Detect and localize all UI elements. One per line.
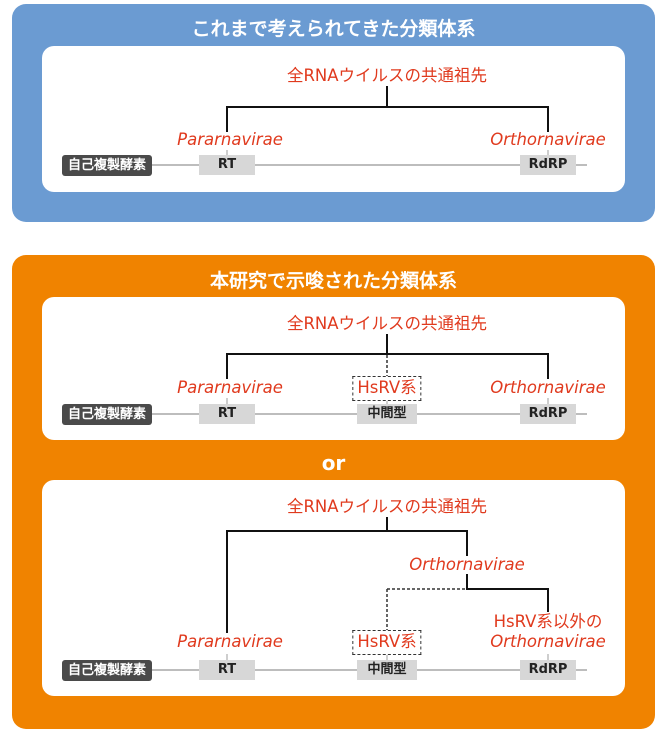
common-ancestor-label: 全RNAウイルスの共通祖先	[286, 66, 488, 85]
rdrp-tag: RdRP	[520, 404, 576, 424]
hsrv-group-box: HsRV系	[352, 630, 422, 655]
orthornavirae-label: Orthornavirae	[490, 378, 606, 397]
replicase-row-label: 自己複製酵素	[62, 660, 153, 681]
hsrv-group-box: HsRV系	[352, 376, 422, 401]
non-hsrv-orthornavirae-line2: Orthornavirae	[490, 632, 606, 651]
panel-title: これまで考えられてきた分類体系	[191, 18, 476, 40]
pararnavirae-label: Pararnavirae	[177, 632, 283, 651]
rt-tag: RT	[199, 404, 255, 424]
panel-title: 本研究で示唆された分類体系	[209, 270, 457, 292]
non-hsrv-orthornavirae-line1: HsRV系以外の	[493, 612, 603, 631]
proposed-classification-panel: 本研究で示唆された分類体系 全RNAウイルスの共通祖先 Pararnavirae…	[12, 255, 655, 729]
replicase-row-label: 自己複製酵素	[62, 155, 153, 176]
or-separator: or	[321, 451, 346, 475]
intermediate-tag: 中間型	[357, 404, 417, 424]
orthornavirae-node-label: Orthornavirae	[409, 555, 525, 574]
current-classification-panel: これまで考えられてきた分類体系 全RNAウイルスの共通祖先 Pararnavir…	[12, 4, 655, 222]
intermediate-tag: 中間型	[357, 660, 417, 680]
pararnavirae-label: Pararnavirae	[177, 130, 283, 149]
common-ancestor-label: 全RNAウイルスの共通祖先	[286, 314, 488, 333]
rdrp-tag: RdRP	[520, 155, 576, 175]
tree-card-b: 全RNAウイルスの共通祖先 Orthornavirae Pararnavirae…	[42, 480, 625, 696]
common-ancestor-label: 全RNAウイルスの共通祖先	[286, 497, 488, 516]
rt-tag: RT	[199, 155, 255, 175]
orthornavirae-label: Orthornavirae	[490, 130, 606, 149]
replicase-row-label: 自己複製酵素	[62, 404, 153, 425]
pararnavirae-label: Pararnavirae	[177, 378, 283, 397]
tree-card-a: 全RNAウイルスの共通祖先 Pararnavirae HsRV系 Orthorn…	[42, 297, 625, 440]
rt-tag: RT	[199, 660, 255, 680]
rdrp-tag: RdRP	[520, 660, 576, 680]
tree-card: 全RNAウイルスの共通祖先 Pararnavirae Orthornavirae…	[42, 46, 625, 192]
